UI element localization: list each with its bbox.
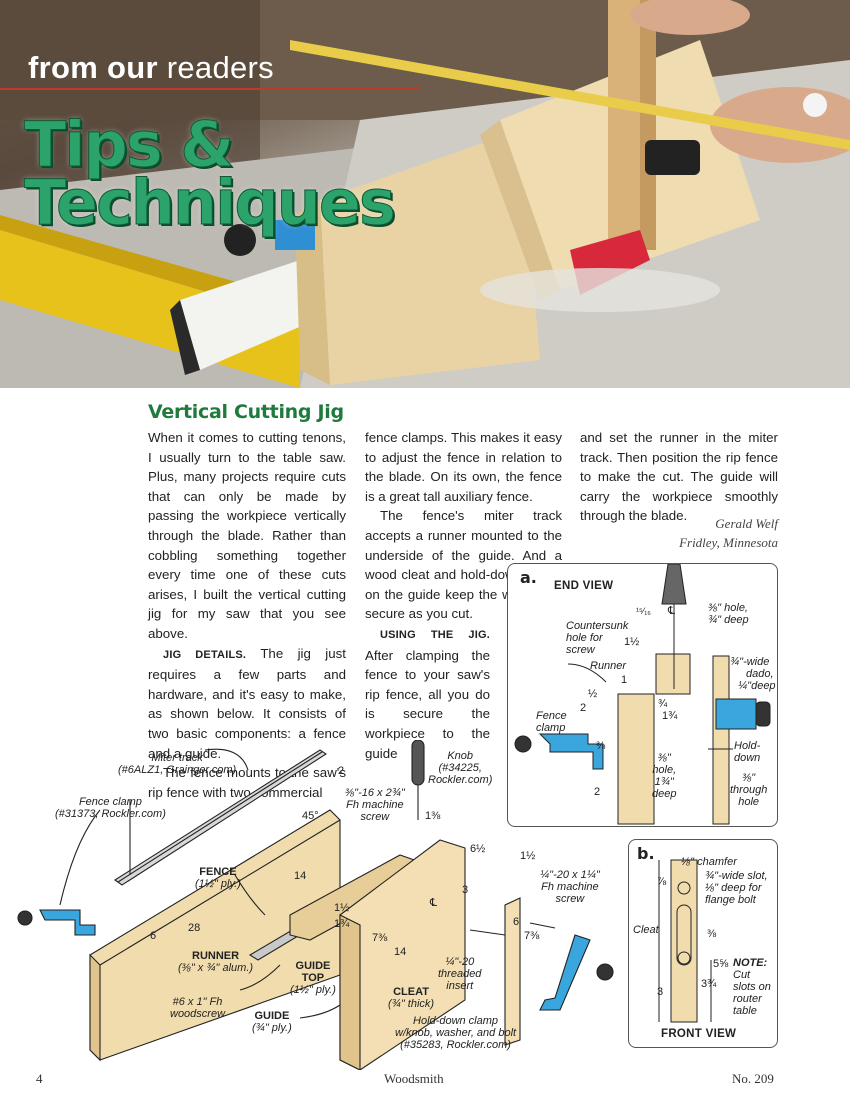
dim: 1¾	[662, 710, 678, 722]
dim: ¹⁵⁄₁₆	[636, 606, 651, 616]
label-hold-down: Hold-down	[734, 740, 761, 764]
label-hole-deep: ⅜" hole,¾" deep	[708, 602, 749, 626]
dim: 6½	[470, 843, 486, 855]
dim: ⅞	[657, 876, 667, 888]
section-kicker: from our readers	[28, 50, 274, 85]
panel-a-title: END VIEW	[554, 580, 614, 592]
dim: 6	[150, 930, 157, 942]
section-title-line2: Techniques	[24, 166, 397, 239]
paragraph: The fence's miter track accepts a runner…	[365, 508, 562, 622]
paragraph: USING THE JIG. After clamping the fence …	[365, 628, 490, 761]
dim: 14	[294, 870, 307, 882]
label-cleat: Cleat	[633, 924, 659, 936]
dim: 1⅜	[425, 810, 441, 822]
paragraph: fence clamps. This makes it easy to adju…	[365, 430, 562, 504]
magazine-name: Woodsmith	[384, 1071, 444, 1086]
dim: 3¾	[701, 978, 717, 990]
paragraph: When it comes to cutting tenons, I usual…	[148, 430, 346, 641]
dim: 28	[188, 922, 201, 934]
dim: 1¾	[334, 918, 350, 930]
dim: 3	[657, 986, 664, 998]
dim: ℄	[430, 897, 438, 909]
label-cleat: CLEAT(¾" thick)	[388, 986, 435, 1010]
dim: 45°	[302, 810, 319, 822]
panel-b-title: FRONT VIEW	[661, 1028, 737, 1040]
section-title-line1: Tips &	[23, 108, 234, 181]
page-number: 4	[36, 1071, 43, 1086]
label-knob: Knob(#34225,Rockler.com)	[428, 750, 493, 786]
article-headline: Vertical Cutting Jig	[148, 401, 344, 423]
dim: 7⅜	[524, 930, 540, 942]
label-hole-deep-2: ⅜"hole,1¾"deep	[652, 752, 677, 800]
exploded-diagram	[17, 740, 614, 1070]
article-column-1: When it comes to cutting tenons, I usual…	[148, 428, 346, 802]
label-fence: FENCE(1½" ply.)	[195, 866, 241, 890]
dim: ℄	[668, 605, 676, 617]
label-runner: Runner	[590, 660, 627, 672]
issue-number: No. 209	[732, 1071, 774, 1086]
dim: ⅜	[596, 740, 606, 752]
panel-b-tag: b.	[637, 844, 655, 863]
dim: 6	[513, 916, 520, 928]
label-guide: GUIDE(¾" ply.)	[252, 1010, 292, 1034]
author-location: Fridley, Minnesota	[679, 535, 778, 550]
dim: 2	[580, 702, 587, 714]
dim: 3	[462, 884, 469, 896]
author-name: Gerald Welf	[715, 516, 778, 531]
end-view-drawing	[514, 564, 771, 825]
run-in-head: USING THE JIG.	[380, 628, 490, 641]
kicker-rule	[0, 88, 420, 90]
dim: 7⅜	[372, 932, 388, 944]
paragraph: and set the runner in the miter track. T…	[580, 430, 778, 524]
label-miter-track: Miter track(#6ALZ1, Grainger.com)	[118, 752, 237, 776]
label-runner: RUNNER(⅜" x ¾" alum.)	[178, 950, 254, 974]
hero-photo: from our readers Tips & Techniques	[0, 0, 850, 388]
run-in-head: JIG DETAILS.	[163, 648, 247, 661]
label-fence-clamp: Fence clamp(#31373, Rockler.com)	[55, 796, 166, 820]
dim: 1½	[520, 850, 536, 862]
dim: 2	[594, 786, 601, 798]
dim: 14	[394, 946, 407, 958]
dim: ⅜	[707, 928, 717, 940]
dim: 2	[338, 765, 345, 777]
dim: 5⅝	[713, 958, 729, 970]
dim: ½	[588, 688, 598, 700]
article-column-3: and set the runner in the miter track. T…	[580, 428, 778, 526]
article-column-2: fence clamps. This makes it easy to adju…	[365, 428, 562, 763]
paragraph: JIG DETAILS. The jig just requires a few…	[148, 645, 346, 761]
dim: ¾	[658, 698, 668, 710]
panel-a-tag: a.	[520, 568, 537, 587]
table-saw-photo	[0, 0, 850, 388]
dim: 1	[621, 674, 628, 686]
dim: 1½	[624, 636, 640, 648]
author-signature: Gerald Welf Fridley, Minnesota	[580, 514, 778, 552]
dim: 1½	[334, 902, 350, 914]
label-chamfer: ⅛" chamfer	[681, 856, 737, 868]
front-view-drawing	[658, 859, 712, 1023]
